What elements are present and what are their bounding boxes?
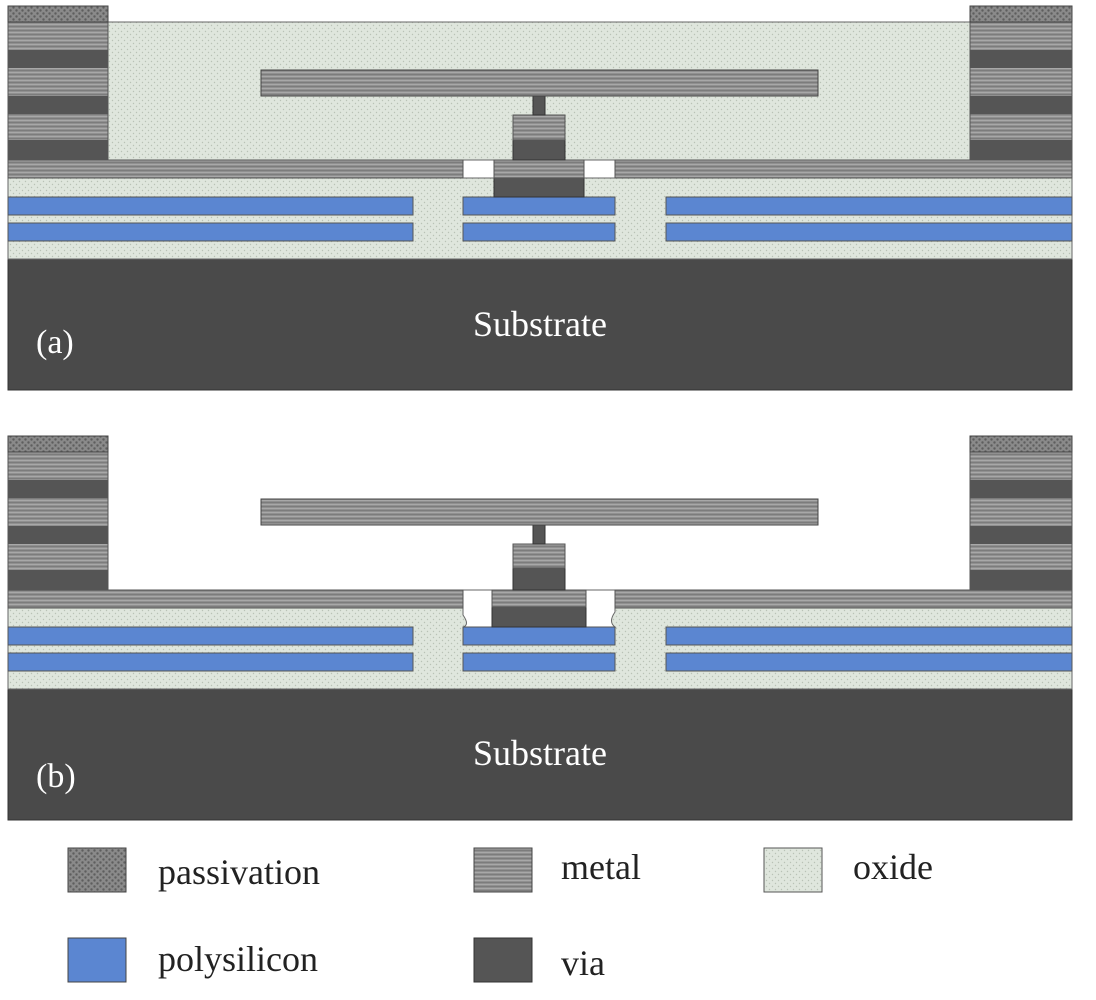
post-stem-a	[532, 95, 546, 116]
legend-label-oxide: oxide	[853, 847, 933, 887]
substrate-a	[7, 258, 1073, 391]
legend-swatch-passivation	[67, 847, 127, 893]
post-metal-b	[512, 543, 566, 569]
metal1-left-a	[7, 159, 464, 179]
top-plate-a	[260, 69, 819, 97]
poly-1-right-a	[665, 196, 1073, 216]
poly-2-left-a	[7, 222, 414, 242]
poly-1-mid-b	[462, 626, 616, 646]
passivation-right-a	[969, 5, 1073, 23]
poly-2-mid-a	[462, 222, 616, 242]
metal1-right-a	[614, 159, 1073, 179]
via-left-3-a	[8, 140, 108, 160]
poly-2-mid-b	[462, 652, 616, 672]
poly-1-mid-a	[462, 196, 616, 216]
legend-label-passivation: passivation	[158, 852, 320, 892]
post-base-metal-b	[491, 589, 587, 608]
substrate-b	[7, 688, 1073, 821]
post-via-a	[512, 139, 566, 161]
legend-label-via: via	[561, 943, 605, 983]
legend-item-metal: metal	[473, 847, 641, 893]
poly-2-right-b	[665, 652, 1073, 672]
panel-a: Substrate (a)	[7, 5, 1073, 391]
legend-swatch-metal	[473, 847, 533, 893]
post-base-via-a	[493, 177, 585, 198]
via-left-3-b	[8, 570, 108, 590]
poly-1-right-b	[665, 626, 1073, 646]
legend-swatch-oxide	[763, 847, 823, 893]
post-stem-b	[532, 524, 546, 545]
poly-2-right-a	[665, 222, 1073, 242]
poly-2-left-b	[7, 652, 414, 672]
post-metal-a	[512, 114, 566, 141]
legend-item-polysilicon: polysilicon	[67, 937, 318, 983]
via-right-2-a	[970, 96, 1072, 114]
via-left-1-b	[8, 480, 108, 498]
substrate-label-a: Substrate	[473, 304, 607, 344]
via-left-2-a	[8, 96, 108, 114]
panel-label-b: (b)	[36, 758, 76, 795]
legend-item-passivation: passivation	[67, 847, 320, 893]
pillar-right-b	[969, 451, 1073, 591]
pillar-right-a	[969, 21, 1073, 161]
top-plate-b	[260, 498, 819, 526]
post-base-via-b	[491, 606, 587, 628]
metal1-right-b	[614, 589, 1073, 609]
metal1-left-b	[7, 589, 464, 609]
pillar-left-b	[7, 451, 109, 591]
panel-label-a: (a)	[36, 324, 74, 361]
passivation-left-a	[7, 5, 109, 23]
legend-label-metal: metal	[561, 847, 641, 887]
legend-item-via: via	[473, 937, 605, 983]
legend-label-polysilicon: polysilicon	[158, 939, 318, 979]
post-via-b	[512, 567, 566, 591]
legend-item-oxide: oxide	[763, 847, 933, 893]
legend-swatch-polysilicon	[67, 937, 127, 983]
via-right-1-b	[970, 480, 1072, 498]
passivation-left-b	[7, 435, 109, 453]
post-base-metal-a	[493, 159, 585, 179]
legend: passivation metal oxide polysilicon via	[67, 847, 933, 983]
legend-swatch-via	[473, 937, 533, 983]
via-left-2-b	[8, 526, 108, 544]
substrate-label-b: Substrate	[473, 733, 607, 773]
panel-b: Substrate (b)	[7, 435, 1073, 821]
via-right-3-a	[970, 140, 1072, 160]
poly-1-left-a	[7, 196, 414, 216]
pillar-left-a	[7, 21, 109, 161]
via-right-1-a	[970, 50, 1072, 68]
via-right-2-b	[970, 526, 1072, 544]
passivation-right-b	[969, 435, 1073, 453]
via-right-3-b	[970, 570, 1072, 590]
poly-1-left-b	[7, 626, 414, 646]
via-left-1-a	[8, 50, 108, 68]
